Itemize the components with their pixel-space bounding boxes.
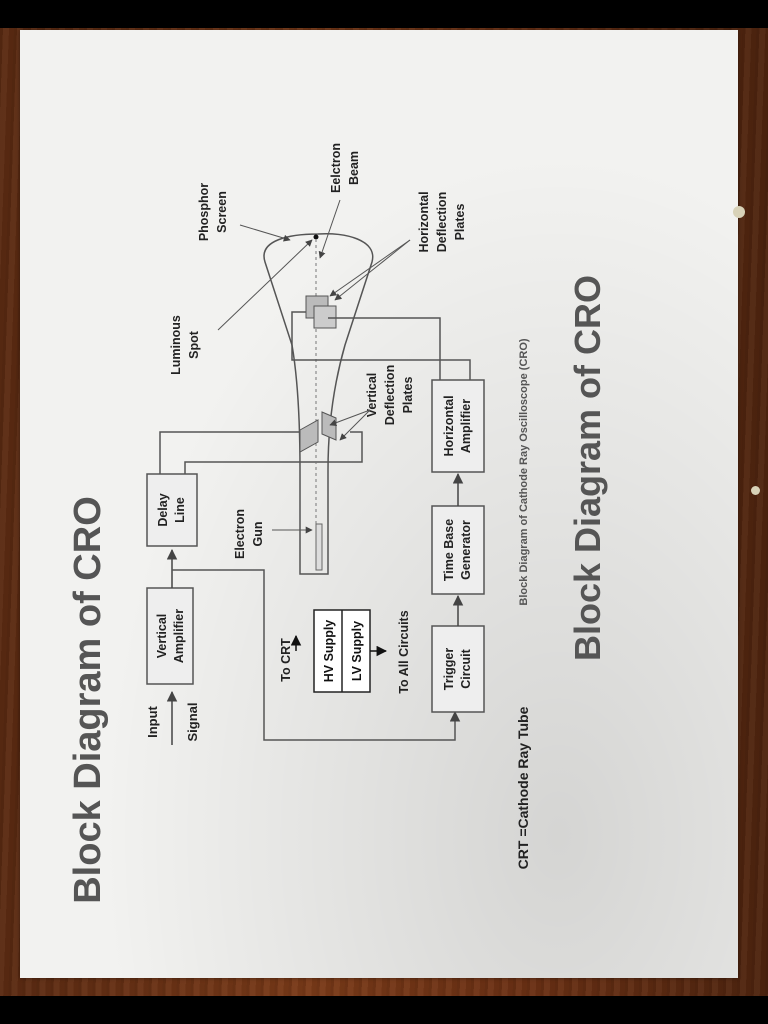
electron-beam-line2: Beam — [347, 151, 361, 185]
time-base-line2: Generator — [459, 520, 473, 580]
luminous-spot-line2: Spot — [187, 330, 201, 359]
pin-mark — [733, 206, 745, 218]
input-label: Input — [145, 705, 160, 737]
horizontal-plates-line3: Plates — [453, 204, 467, 241]
delay-line-line2: Line — [173, 497, 187, 523]
to-crt-label: To CRT — [279, 638, 293, 682]
delay-line-line1: Delay — [156, 493, 170, 526]
footnote: CRT =Cathode Ray Tube — [515, 706, 531, 869]
figure-caption: Block Diagram of Cathode Ray Oscilloscop… — [518, 338, 530, 605]
delay-line-block: Delay Line — [146, 473, 198, 547]
signal-label: Signal — [185, 702, 200, 741]
vertical-plates-line1: Vertical — [365, 373, 379, 417]
horizontal-amplifier-block: Horizontal Amplifier — [431, 379, 485, 473]
vertical-plates-line2: Deflection — [383, 365, 397, 425]
electron-gun-line1: Electron — [233, 509, 247, 559]
cathode-ray-tube — [263, 232, 374, 575]
power-supply-block: HV Supply LV Supply — [313, 609, 371, 693]
time-base-generator-block: Time Base Generator — [431, 505, 485, 595]
heading-right: Block Diagram of CRO — [567, 275, 608, 661]
trigger-circuit-line2: Circuit — [459, 648, 473, 688]
trigger-circuit-block: Trigger Circuit — [431, 625, 485, 713]
heading-left: Block Diagram of CRO — [67, 496, 109, 904]
to-all-circuits-label: To All Circuits — [397, 610, 411, 693]
horizontal-amplifier-line2: Amplifier — [459, 399, 473, 453]
horizontal-plates-line1: Horizontal — [417, 191, 431, 252]
vertical-amplifier-line2: Amplifier — [172, 609, 186, 663]
paper-sheet — [20, 30, 738, 978]
vertical-amplifier-line1: Vertical — [155, 614, 169, 658]
hv-supply-label: HV Supply — [322, 620, 336, 683]
electron-gun-line2: Gun — [251, 522, 265, 547]
time-base-line1: Time Base — [442, 519, 456, 581]
horizontal-plates-line2: Deflection — [435, 192, 449, 252]
pin-mark — [751, 486, 760, 495]
trigger-circuit-line1: Trigger — [442, 648, 456, 691]
electron-beam-line1: Eelctron — [329, 143, 343, 193]
vertical-plates-line3: Plates — [401, 377, 415, 414]
lv-supply-label: LV Supply — [350, 621, 364, 681]
luminous-spot-line1: Luminous — [169, 315, 183, 375]
phosphor-screen-line2: Screen — [215, 191, 229, 233]
vertical-amplifier-block: Vertical Amplifier — [146, 587, 194, 685]
horizontal-amplifier-line1: Horizontal — [442, 395, 456, 456]
phosphor-screen-line1: Phosphor — [197, 183, 211, 241]
